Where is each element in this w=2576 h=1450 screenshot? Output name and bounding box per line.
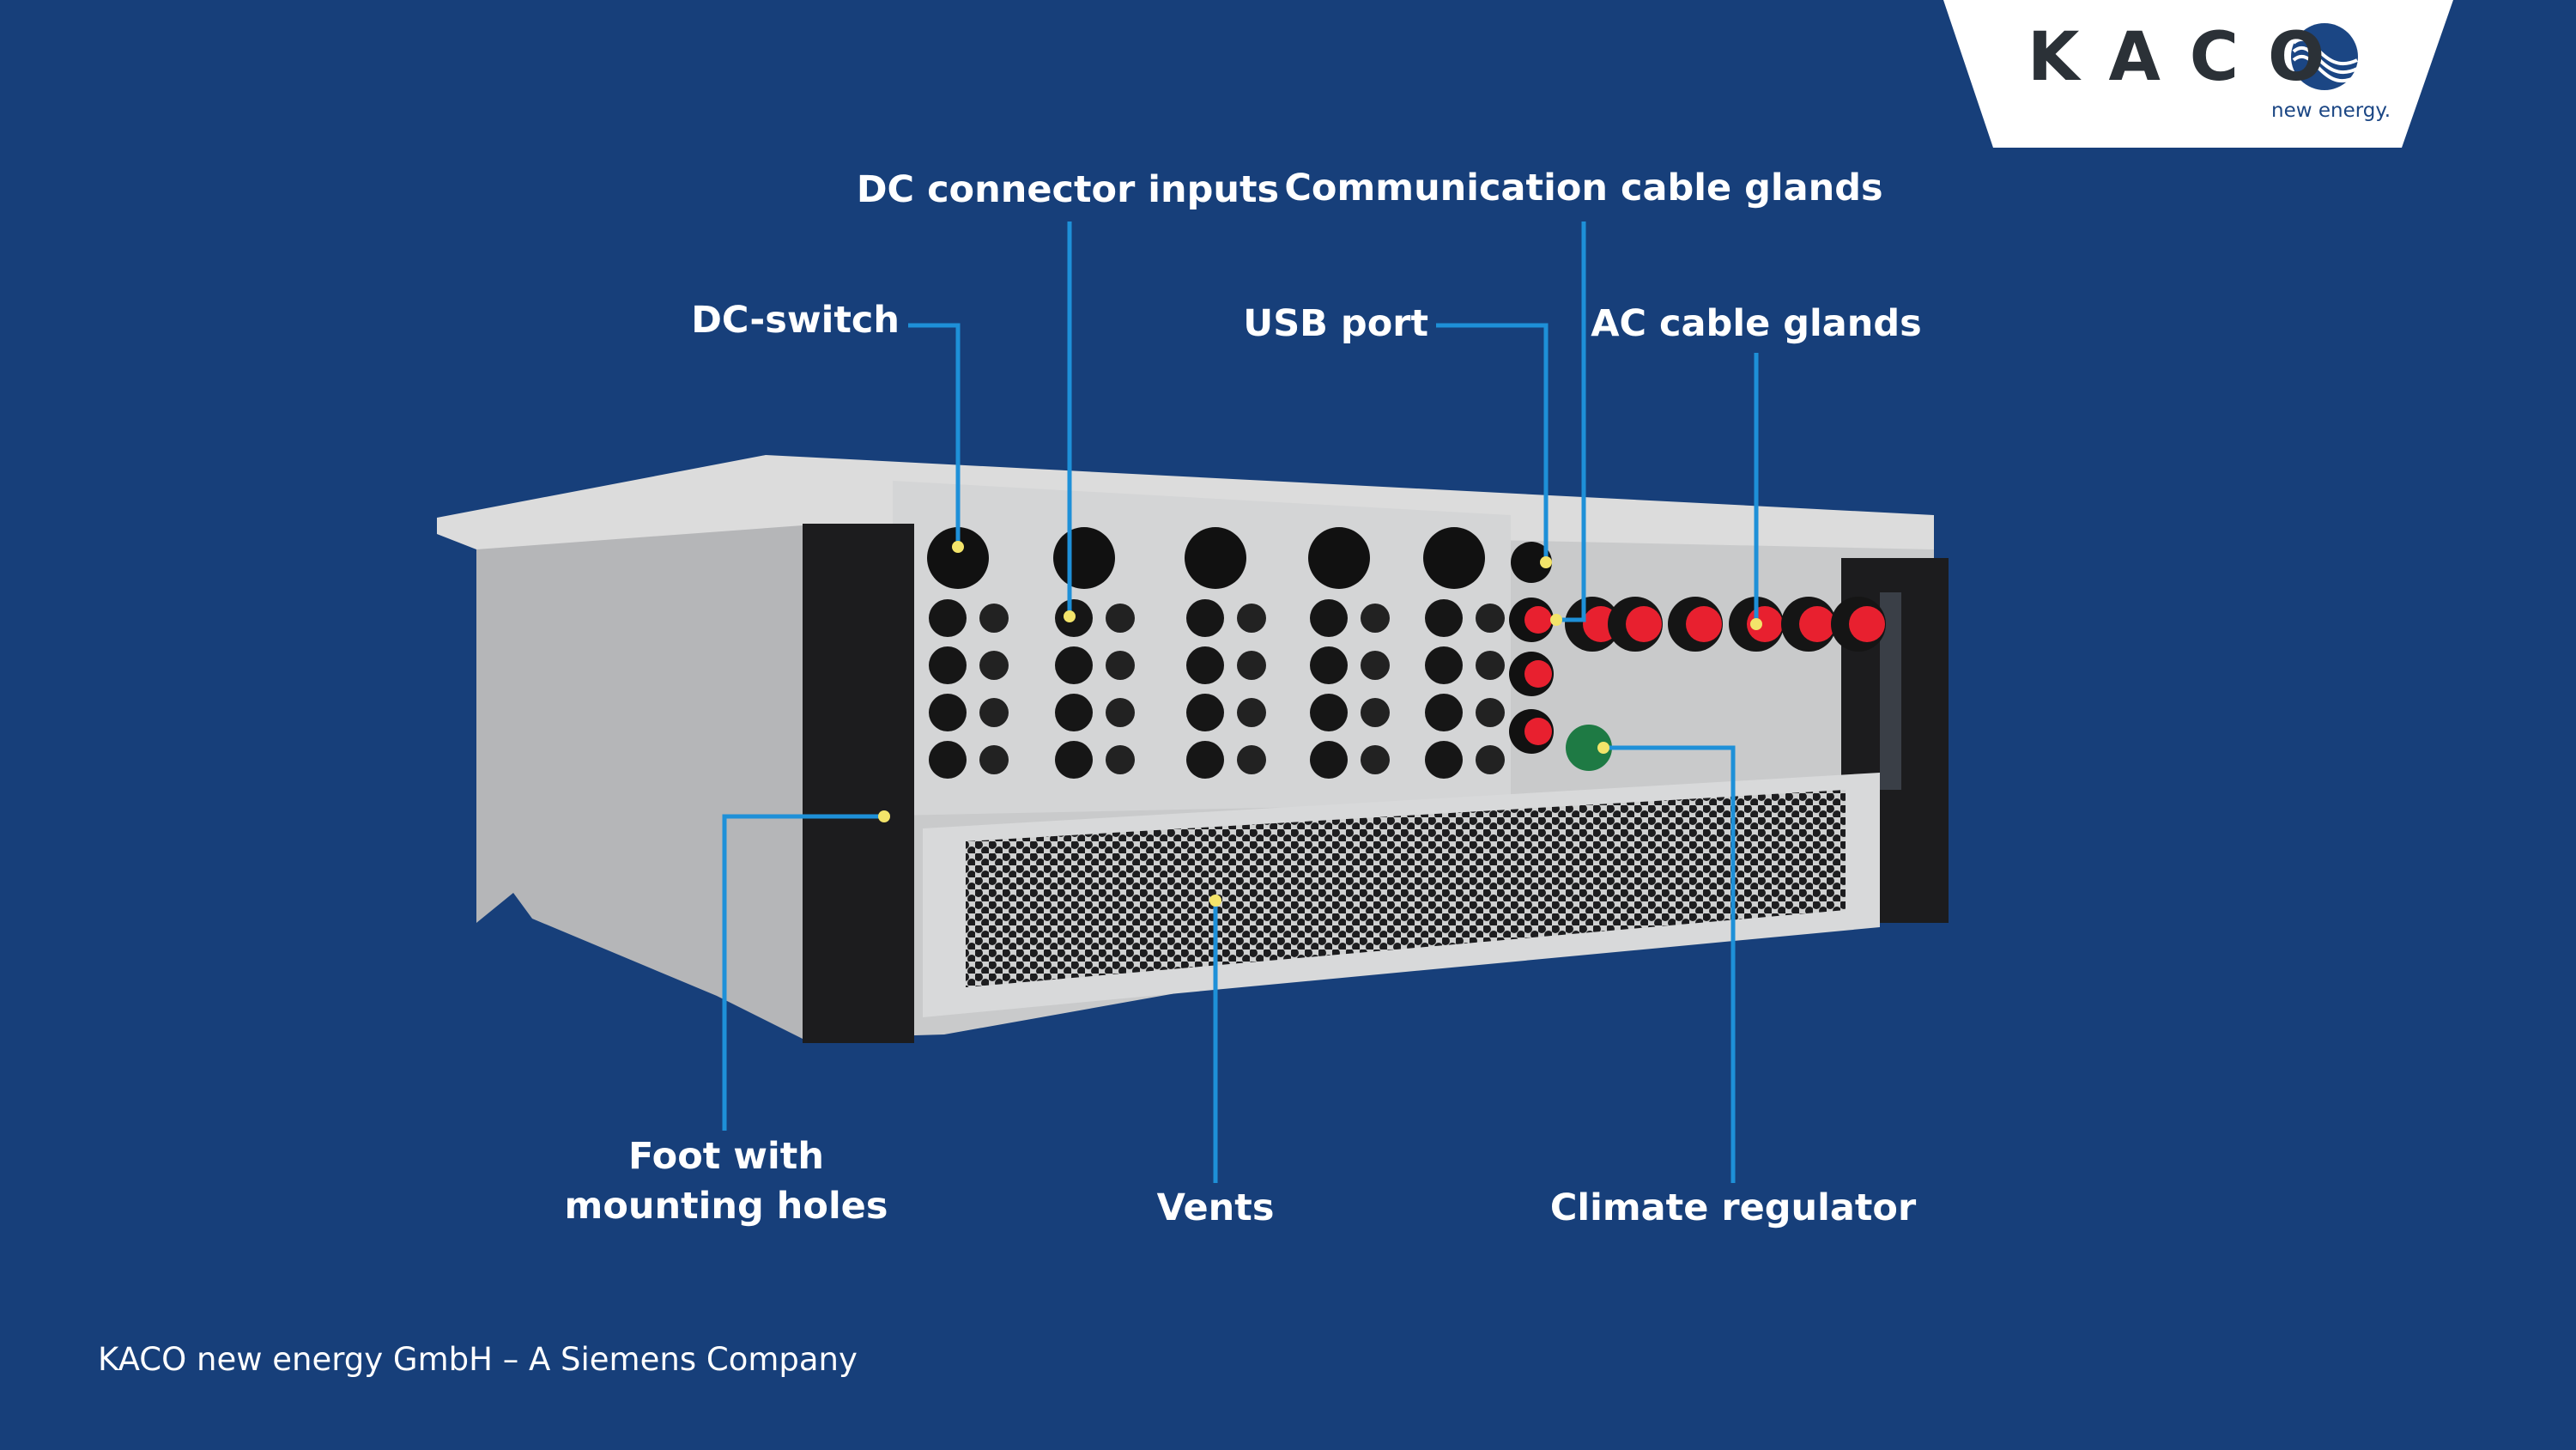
- dc-connector-plus: [1310, 694, 1348, 731]
- comm-gland-cap: [1524, 718, 1552, 745]
- dc-connector-plus: [1425, 694, 1463, 731]
- label-dc-connector-inputs: DC connector inputs: [856, 168, 1280, 211]
- dc-connector-minus: [1361, 651, 1390, 680]
- label-foot-line1: Foot with: [628, 1135, 824, 1178]
- dc-connector-minus: [1106, 604, 1135, 633]
- label-communication-cable-glands: Communication cable glands: [1284, 167, 1883, 209]
- ac-gland-cap: [1686, 606, 1722, 642]
- dc-connector-minus: [1476, 745, 1505, 774]
- dc-connector-plus: [1186, 646, 1224, 684]
- dc-switch-knob: [1053, 527, 1115, 589]
- dc-connector-minus: [1361, 604, 1390, 633]
- comm-glands-line: [1556, 221, 1586, 622]
- label-foot-mounting-holes: Foot with mounting holes: [565, 1131, 888, 1231]
- dc-connector-plus: [929, 646, 967, 684]
- footer-company: KACO new energy GmbH – A Siemens Company: [98, 1341, 858, 1378]
- usb-port-cap: [1511, 542, 1552, 583]
- dc-connector-minus: [1106, 745, 1135, 774]
- dc-connector-plus: [929, 741, 967, 779]
- foot-left: [803, 524, 914, 1043]
- dc-connector-minus: [1361, 698, 1390, 727]
- ac-gland-cap: [1799, 606, 1835, 642]
- dc-switch-knob: [1308, 527, 1370, 589]
- vent-grille: [966, 790, 1846, 987]
- dc-connector-minus: [1106, 698, 1135, 727]
- dc-connector-minus: [1361, 745, 1390, 774]
- dc-connector-plus: [1055, 646, 1093, 684]
- side-panel: [476, 525, 803, 1039]
- brand-tagline: new energy.: [2271, 100, 2391, 122]
- dc-connector-plus: [1310, 741, 1348, 779]
- dc-connector-minus: [979, 745, 1009, 774]
- ac-gland-cap: [1626, 606, 1662, 642]
- dc-connector-plus: [1055, 741, 1093, 779]
- dc-connector-minus: [1476, 604, 1505, 633]
- dc-connector-plus: [1186, 741, 1224, 779]
- label-vents: Vents: [1156, 1186, 1275, 1229]
- dc-switch-line: [908, 323, 961, 547]
- label-usb-port: USB port: [1243, 302, 1428, 345]
- dc-connector-minus: [1237, 604, 1266, 633]
- dc-connector-minus: [1237, 651, 1266, 680]
- brand-wordmark: KACO: [2027, 19, 2355, 96]
- dc-connector-plus: [1310, 646, 1348, 684]
- climate-regulator: [1566, 725, 1612, 771]
- dc-connector-plus: [929, 599, 967, 637]
- dc-connector-plus: [929, 694, 967, 731]
- dc-switch-knob: [1423, 527, 1485, 589]
- dc-connector-minus: [979, 698, 1009, 727]
- usb-port-line: [1436, 323, 1549, 562]
- dc-connector-plus: [1055, 694, 1093, 731]
- dc-connector-minus: [1237, 745, 1266, 774]
- dc-connector-plus: [1310, 599, 1348, 637]
- dc-connector-minus: [979, 604, 1009, 633]
- dc-connector-minus: [1237, 698, 1266, 727]
- kaco-wave-logo-icon: [2291, 23, 2358, 90]
- dc-connector-plus: [1425, 599, 1463, 637]
- dc-connector-minus: [1476, 651, 1505, 680]
- dc-connector-plus: [1186, 599, 1224, 637]
- dc-connector-plus: [1425, 646, 1463, 684]
- dc-switch-knob: [927, 527, 989, 589]
- dc-switch-knob: [1185, 527, 1246, 589]
- comm-gland-cap: [1524, 660, 1552, 688]
- callout-dots: [878, 541, 1762, 907]
- label-dc-switch: DC-switch: [691, 299, 900, 342]
- callout-lines: [722, 221, 1759, 1183]
- label-climate-regulator: Climate regulator: [1549, 1186, 1917, 1229]
- comm-gland-cap: [1524, 606, 1552, 634]
- dc-connector-plus: [1186, 694, 1224, 731]
- dc-connector-minus: [1476, 698, 1505, 727]
- climate-line: [1603, 745, 1736, 1183]
- dc-connector-minus: [979, 651, 1009, 680]
- foot-line: [722, 814, 884, 1131]
- inverter-device: [437, 455, 1949, 1043]
- ac-gland-cap: [1849, 606, 1885, 642]
- label-ac-cable-glands: AC cable glands: [1591, 302, 1922, 345]
- dc-connector-plus: [1425, 741, 1463, 779]
- dc-connector-minus: [1106, 651, 1135, 680]
- label-foot-line2: mounting holes: [564, 1185, 888, 1229]
